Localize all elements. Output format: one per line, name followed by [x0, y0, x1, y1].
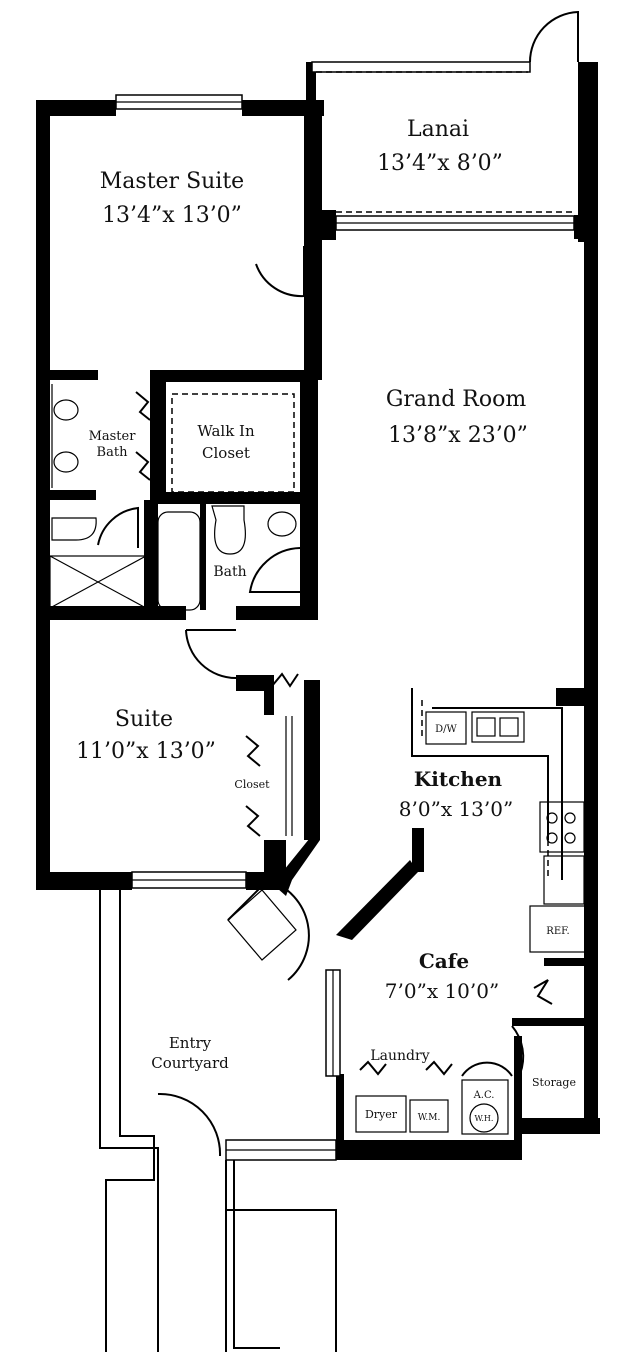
kitchen-dims: 8’0”x 13’0”	[399, 797, 513, 821]
suite-name: Suite	[115, 707, 173, 732]
bath-label: Bath	[213, 564, 246, 580]
fixtures	[49, 384, 587, 1352]
master-bath-label-2: Bath	[97, 445, 129, 460]
master-suite-name: Master Suite	[100, 169, 244, 194]
kitchen-name: Kitchen	[414, 767, 503, 791]
cafe-name: Cafe	[419, 949, 469, 973]
room-labels: Lanai 13’4”x 8’0” Master Suite 13’4”x 13…	[76, 117, 576, 1089]
dryer-label: Dryer	[365, 1108, 398, 1121]
walk-in-closet-label-2: Closet	[202, 444, 250, 462]
washing-machine-label: W.M.	[418, 1113, 441, 1123]
lanai-name: Lanai	[407, 117, 469, 142]
ac-label: A.C.	[473, 1090, 495, 1101]
grand-room-name: Grand Room	[386, 387, 527, 412]
cafe-dims: 7’0”x 10’0”	[385, 979, 499, 1003]
dishwasher-label: D/W	[435, 724, 457, 735]
walk-in-closet-label-1: Walk In	[197, 422, 255, 440]
laundry-label: Laundry	[370, 1048, 429, 1064]
lanai-dims: 13’4”x 8’0”	[377, 151, 503, 176]
doors	[97, 10, 579, 1157]
refrigerator-label: REF.	[546, 926, 569, 937]
master-bath-label-1: Master	[89, 429, 137, 444]
closet-label: Closet	[234, 778, 270, 791]
walls	[36, 62, 600, 1160]
suite-dims: 11’0”x 13’0”	[76, 739, 216, 764]
entry-courtyard-label-1: Entry	[169, 1034, 212, 1052]
grand-room-dims: 13’8”x 23’0”	[388, 423, 528, 448]
fixture-labels: D/W REF. Dryer W.M. A.C. W.H.	[365, 724, 570, 1123]
master-suite-dims: 13’4”x 13’0”	[102, 203, 242, 228]
storage-label: Storage	[532, 1076, 576, 1089]
windows	[115, 61, 575, 1161]
entry-courtyard-label-2: Courtyard	[151, 1054, 229, 1072]
water-heater-label: W.H.	[475, 1114, 494, 1123]
